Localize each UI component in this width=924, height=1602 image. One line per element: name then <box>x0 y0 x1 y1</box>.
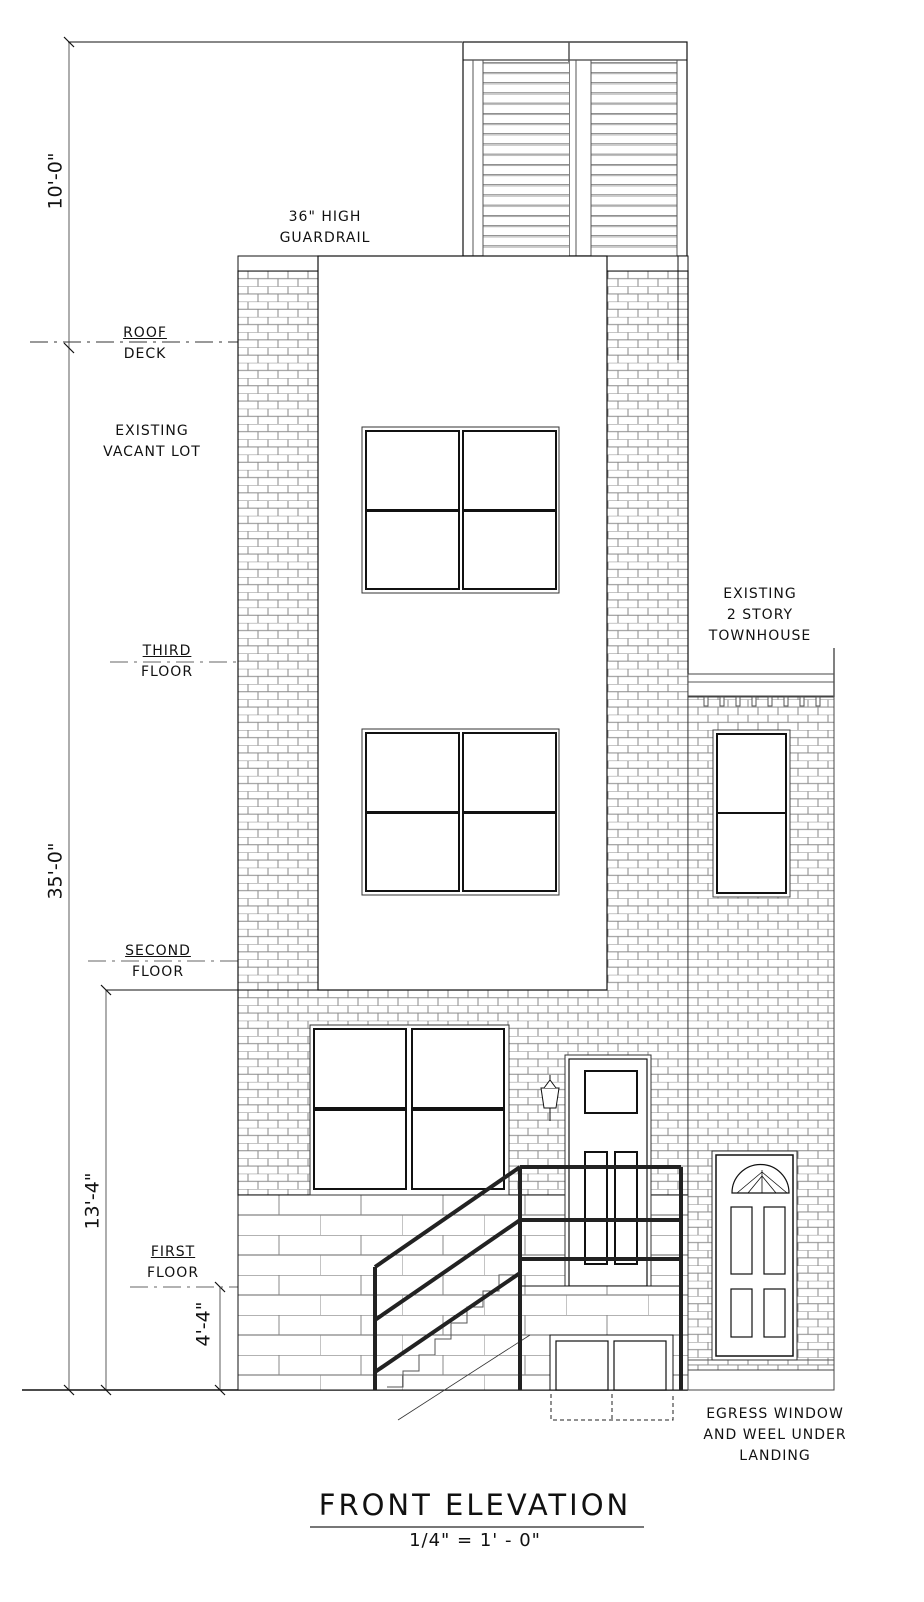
note-vacant-lot: EXISTING VACANT LOT <box>82 421 222 463</box>
second-label: SECOND <box>125 943 191 959</box>
roof-label: ROOF <box>123 325 167 341</box>
note-neighbor-townhouse: EXISTING 2 STORY TOWNHOUSE <box>700 584 820 647</box>
note-guardrail: 36" HIGH GUARDRAIL <box>255 207 395 249</box>
egress-line1: EGRESS WINDOW <box>706 1406 844 1422</box>
entry-door <box>564 1054 652 1287</box>
neighbor-line1: EXISTING <box>723 586 797 602</box>
drawing-title: FRONT ELEVATION <box>318 1488 632 1522</box>
egress-line2: AND WEEL UNDER <box>703 1427 847 1443</box>
neighbor-townhouse <box>687 648 835 1391</box>
third-floor-window <box>361 426 560 594</box>
dimension-first-floor-height: 4'-4" <box>192 1301 215 1347</box>
title-underline <box>310 1526 644 1528</box>
entry-stair <box>373 1165 683 1421</box>
egress-line3: LANDING <box>739 1448 811 1464</box>
second-floor-window <box>361 728 560 896</box>
roof-deck-headhouse <box>462 41 688 257</box>
vacant-lot-line1: EXISTING <box>115 423 189 439</box>
first-label: FIRST <box>150 1244 196 1260</box>
neighbor-door <box>711 1150 798 1361</box>
guardrail-line2: GUARDRAIL <box>279 230 371 246</box>
level-label-second-floor: SECOND FLOOR <box>118 941 198 983</box>
floor-label: FLOOR <box>131 964 185 980</box>
note-egress-window: EGRESS WINDOW AND WEEL UNDER LANDING <box>690 1404 860 1467</box>
drawing-scale: 1/4" = 1' - 0" <box>409 1530 541 1551</box>
neighbor-line2: 2 STORY <box>726 607 794 623</box>
floor-label: FLOOR <box>140 664 194 680</box>
level-label-roof-deck: ROOF DECK <box>110 323 180 365</box>
third-label: THIRD <box>142 643 192 659</box>
vacant-lot-line2: VACANT LOT <box>103 444 201 460</box>
level-label-first-floor: FIRST FLOOR <box>138 1242 208 1284</box>
dimension-top-height: 10'-0" <box>44 152 67 210</box>
guardrail-line1: 36" HIGH <box>288 209 362 225</box>
neighbor-line3: TOWNHOUSE <box>708 628 812 644</box>
floor-label: FLOOR <box>146 1265 200 1281</box>
dimension-second-floor-height: 13'-4" <box>81 1172 104 1230</box>
wall-lantern <box>540 1075 560 1121</box>
egress-window <box>549 1334 674 1421</box>
dimension-main-height: 35'-0" <box>44 842 67 900</box>
level-label-third-floor: THIRD FLOOR <box>132 641 202 683</box>
neighbor-window <box>712 729 791 898</box>
deck-label: DECK <box>123 346 167 362</box>
first-floor-window <box>309 1024 510 1196</box>
